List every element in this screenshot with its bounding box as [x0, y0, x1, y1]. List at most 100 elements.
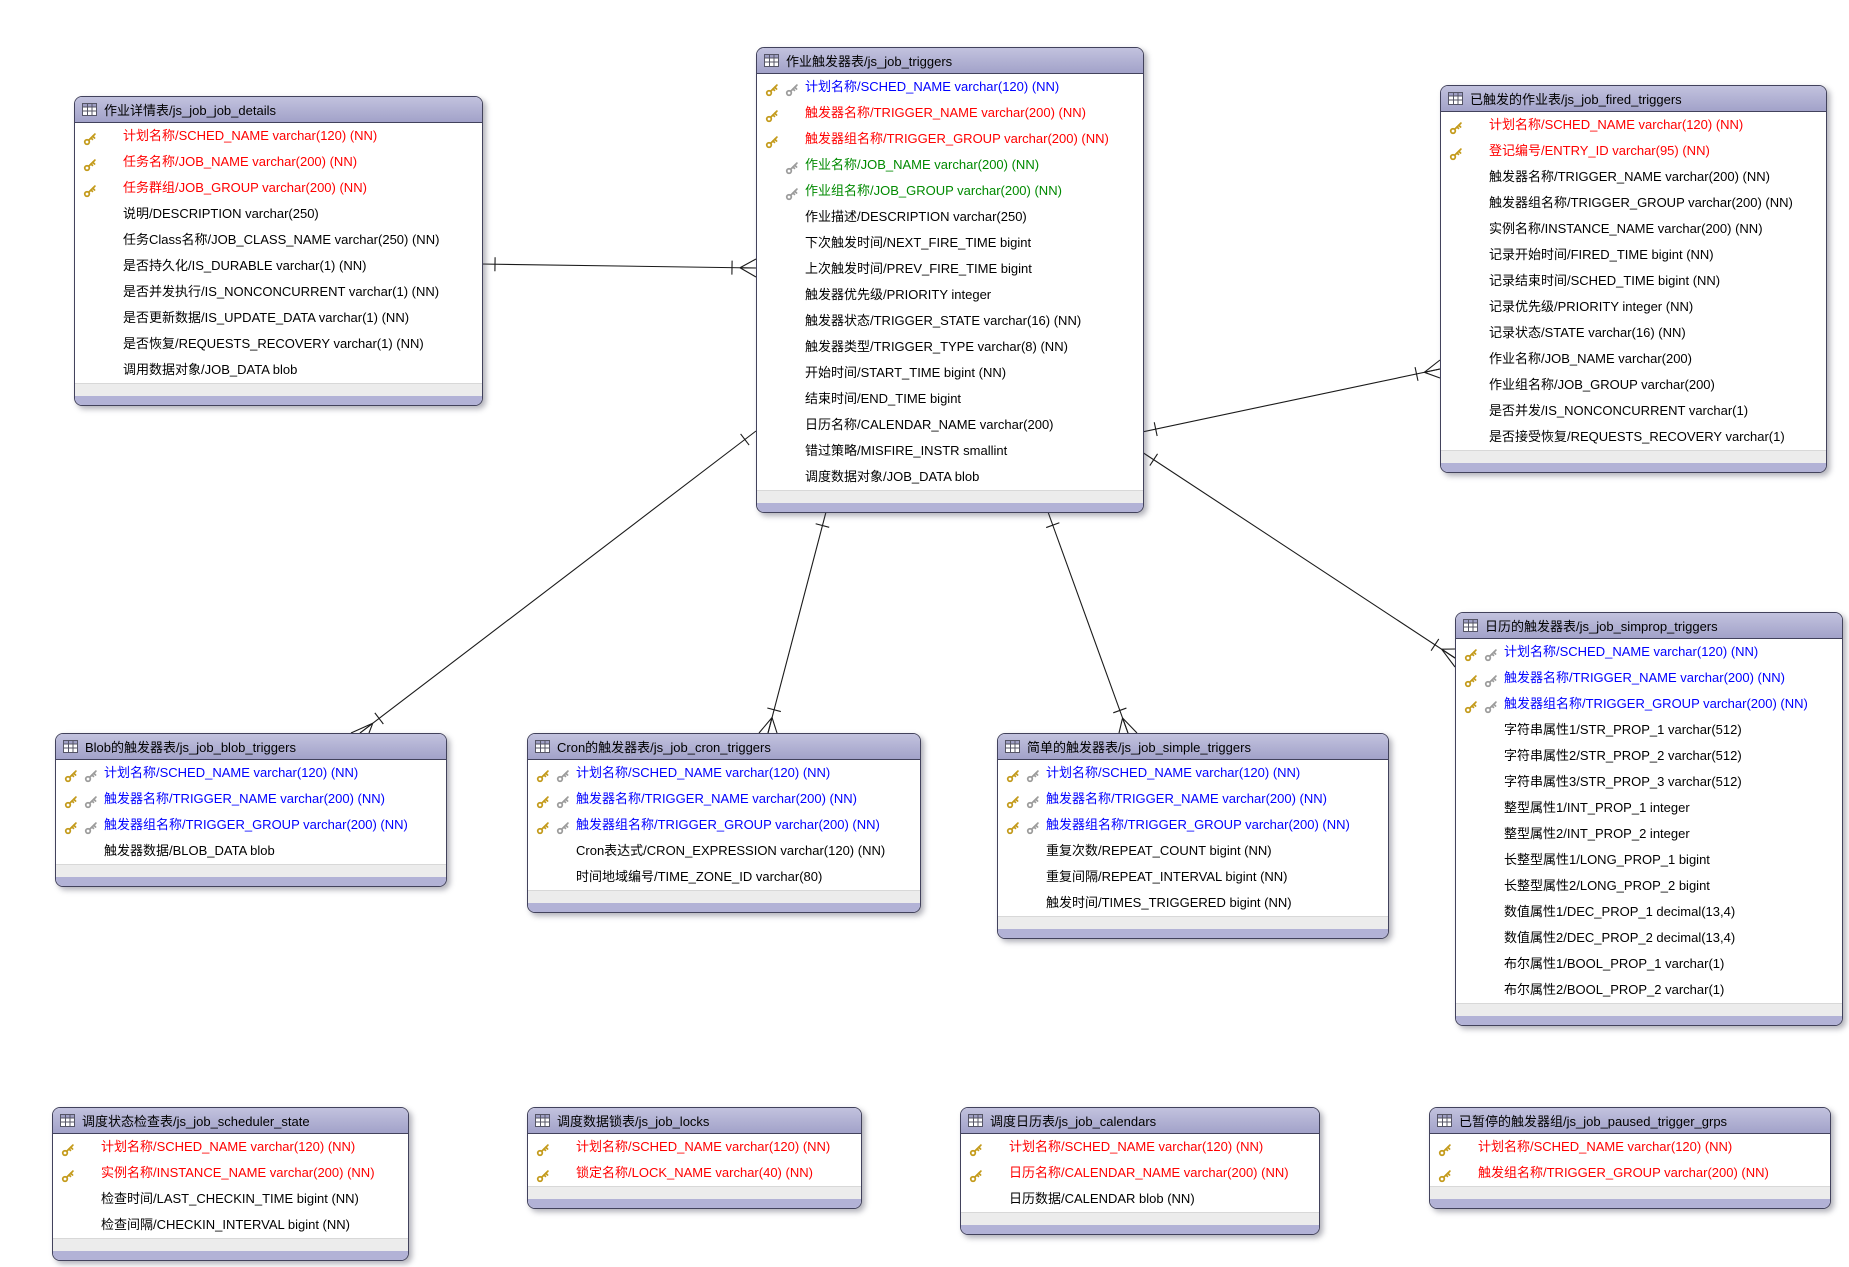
- field-row[interactable]: 开始时间/START_TIME bigint (NN): [757, 360, 1143, 386]
- field-row[interactable]: 计划名称/SCHED_NAME varchar(120) (NN): [961, 1134, 1319, 1160]
- field-row[interactable]: 登记编号/ENTRY_ID varchar(95) (NN): [1441, 138, 1826, 164]
- field-row[interactable]: 触发器名称/TRIGGER_NAME varchar(200) (NN): [1456, 665, 1842, 691]
- field-row[interactable]: 触发器组名称/TRIGGER_GROUP varchar(200) (NN): [1456, 691, 1842, 717]
- field-row[interactable]: 作业组名称/JOB_GROUP varchar(200): [1441, 372, 1826, 398]
- field-row[interactable]: 计划名称/SCHED_NAME varchar(120) (NN): [75, 123, 482, 149]
- field-row[interactable]: 字符串属性1/STR_PROP_1 varchar(512): [1456, 717, 1842, 743]
- field-row[interactable]: 计划名称/SCHED_NAME varchar(120) (NN): [1430, 1134, 1830, 1160]
- field-row[interactable]: 作业描述/DESCRIPTION varchar(250): [757, 204, 1143, 230]
- field-row[interactable]: 计划名称/SCHED_NAME varchar(120) (NN): [998, 760, 1388, 786]
- field-row[interactable]: 调度数据对象/JOB_DATA blob: [757, 464, 1143, 490]
- field-row[interactable]: 触发器组名称/TRIGGER_GROUP varchar(200) (NN): [528, 812, 920, 838]
- entity-header-js_job_simple_triggers[interactable]: 简单的触发器表/js_job_simple_triggers: [998, 734, 1388, 760]
- field-row[interactable]: 计划名称/SCHED_NAME varchar(120) (NN): [53, 1134, 408, 1160]
- field-row[interactable]: 触发器名称/TRIGGER_NAME varchar(200) (NN): [528, 786, 920, 812]
- field-row[interactable]: 计划名称/SCHED_NAME varchar(120) (NN): [1441, 112, 1826, 138]
- field-row[interactable]: 检查时间/LAST_CHECKIN_TIME bigint (NN): [53, 1186, 408, 1212]
- field-row[interactable]: 作业名称/JOB_NAME varchar(200): [1441, 346, 1826, 372]
- field-row[interactable]: Cron表达式/CRON_EXPRESSION varchar(120) (NN…: [528, 838, 920, 864]
- field-row[interactable]: 任务群组/JOB_GROUP varchar(200) (NN): [75, 175, 482, 201]
- field-row[interactable]: 触发器状态/TRIGGER_STATE varchar(16) (NN): [757, 308, 1143, 334]
- field-row[interactable]: 触发器类型/TRIGGER_TYPE varchar(8) (NN): [757, 334, 1143, 360]
- field-row[interactable]: 计划名称/SCHED_NAME varchar(120) (NN): [1456, 639, 1842, 665]
- field-row[interactable]: 字符串属性2/STR_PROP_2 varchar(512): [1456, 743, 1842, 769]
- field-row[interactable]: 数值属性2/DEC_PROP_2 decimal(13,4): [1456, 925, 1842, 951]
- field-row[interactable]: 下次触发时间/NEXT_FIRE_TIME bigint: [757, 230, 1143, 256]
- field-row[interactable]: 作业组名称/JOB_GROUP varchar(200) (NN): [757, 178, 1143, 204]
- field-row[interactable]: 是否接受恢复/REQUESTS_RECOVERY varchar(1): [1441, 424, 1826, 450]
- field-row[interactable]: 结束时间/END_TIME bigint: [757, 386, 1143, 412]
- field-row[interactable]: 触发器组名称/TRIGGER_GROUP varchar(200) (NN): [56, 812, 446, 838]
- field-row[interactable]: 时间地域编号/TIME_ZONE_ID varchar(80): [528, 864, 920, 890]
- entity-header-js_job_triggers[interactable]: 作业触发器表/js_job_triggers: [757, 48, 1143, 74]
- field-row[interactable]: 说明/DESCRIPTION varchar(250): [75, 201, 482, 227]
- field-row[interactable]: 日历名称/CALENDAR_NAME varchar(200): [757, 412, 1143, 438]
- field-row[interactable]: 是否并发/IS_NONCONCURRENT varchar(1): [1441, 398, 1826, 424]
- entity-header-js_job_fired_triggers[interactable]: 已触发的作业表/js_job_fired_triggers: [1441, 86, 1826, 112]
- field-row[interactable]: 触发器组名称/TRIGGER_GROUP varchar(200) (NN): [757, 126, 1143, 152]
- field-row[interactable]: 整型属性1/INT_PROP_1 integer: [1456, 795, 1842, 821]
- entity-header-js_job_simprop_triggers[interactable]: 日历的触发器表/js_job_simprop_triggers: [1456, 613, 1842, 639]
- entity-header-js_job_calendars[interactable]: 调度日历表/js_job_calendars: [961, 1108, 1319, 1134]
- entity-header-js_job_scheduler_state[interactable]: 调度状态检查表/js_job_scheduler_state: [53, 1108, 408, 1134]
- field-row[interactable]: 触发器组名称/TRIGGER_GROUP varchar(200) (NN): [998, 812, 1388, 838]
- field-row[interactable]: 实例名称/INSTANCE_NAME varchar(200) (NN): [53, 1160, 408, 1186]
- field-row[interactable]: 触发时间/TIMES_TRIGGERED bigint (NN): [998, 890, 1388, 916]
- field-row[interactable]: 作业名称/JOB_NAME varchar(200) (NN): [757, 152, 1143, 178]
- field-row[interactable]: 长整型属性1/LONG_PROP_1 bigint: [1456, 847, 1842, 873]
- field-row[interactable]: 锁定名称/LOCK_NAME varchar(40) (NN): [528, 1160, 861, 1186]
- field-row[interactable]: 重复间隔/REPEAT_INTERVAL bigint (NN): [998, 864, 1388, 890]
- entity-header-js_job_blob_triggers[interactable]: Blob的触发器表/js_job_blob_triggers: [56, 734, 446, 760]
- field-row[interactable]: 是否并发执行/IS_NONCONCURRENT varchar(1) (NN): [75, 279, 482, 305]
- field-row[interactable]: 计划名称/SCHED_NAME varchar(120) (NN): [757, 74, 1143, 100]
- field-row[interactable]: 记录开始时间/FIRED_TIME bigint (NN): [1441, 242, 1826, 268]
- field-row[interactable]: 长整型属性2/LONG_PROP_2 bigint: [1456, 873, 1842, 899]
- field-row[interactable]: 整型属性2/INT_PROP_2 integer: [1456, 821, 1842, 847]
- field-row[interactable]: 实例名称/INSTANCE_NAME varchar(200) (NN): [1441, 216, 1826, 242]
- field-row[interactable]: 触发组名称/TRIGGER_GROUP varchar(200) (NN): [1430, 1160, 1830, 1186]
- field-row[interactable]: 记录结束时间/SCHED_TIME bigint (NN): [1441, 268, 1826, 294]
- field-row[interactable]: 错过策略/MISFIRE_INSTR smallint: [757, 438, 1143, 464]
- field-row[interactable]: 是否恢复/REQUESTS_RECOVERY varchar(1) (NN): [75, 331, 482, 357]
- field-row[interactable]: 触发器名称/TRIGGER_NAME varchar(200) (NN): [757, 100, 1143, 126]
- entity-header-js_job_cron_triggers[interactable]: Cron的触发器表/js_job_cron_triggers: [528, 734, 920, 760]
- field-row[interactable]: 触发器数据/BLOB_DATA blob: [56, 838, 446, 864]
- entity-header-js_job_paused_trigger_grps[interactable]: 已暂停的触发器组/js_job_paused_trigger_grps: [1430, 1108, 1830, 1134]
- field-row[interactable]: 计划名称/SCHED_NAME varchar(120) (NN): [528, 760, 920, 786]
- field-row[interactable]: 字符串属性3/STR_PROP_3 varchar(512): [1456, 769, 1842, 795]
- field-row[interactable]: 重复次数/REPEAT_COUNT bigint (NN): [998, 838, 1388, 864]
- field-row[interactable]: 触发器组名称/TRIGGER_GROUP varchar(200) (NN): [1441, 190, 1826, 216]
- field-row[interactable]: 布尔属性2/BOOL_PROP_2 varchar(1): [1456, 977, 1842, 1003]
- field-row[interactable]: 布尔属性1/BOOL_PROP_1 varchar(1): [1456, 951, 1842, 977]
- field-row[interactable]: 是否更新数据/IS_UPDATE_DATA varchar(1) (NN): [75, 305, 482, 331]
- field-row[interactable]: 日历数据/CALENDAR blob (NN): [961, 1186, 1319, 1212]
- field-row[interactable]: 触发器优先级/PRIORITY integer: [757, 282, 1143, 308]
- field-row[interactable]: 调用数据对象/JOB_DATA blob: [75, 357, 482, 383]
- field-row[interactable]: 上次触发时间/PREV_FIRE_TIME bigint: [757, 256, 1143, 282]
- field-row[interactable]: 检查间隔/CHECKIN_INTERVAL bigint (NN): [53, 1212, 408, 1238]
- field-row[interactable]: 记录状态/STATE varchar(16) (NN): [1441, 320, 1826, 346]
- entity-header-js_job_locks[interactable]: 调度数据锁表/js_job_locks: [528, 1108, 861, 1134]
- field-row[interactable]: 任务Class名称/JOB_CLASS_NAME varchar(250) (N…: [75, 227, 482, 253]
- field-row[interactable]: 触发器名称/TRIGGER_NAME varchar(200) (NN): [56, 786, 446, 812]
- field-row[interactable]: 任务名称/JOB_NAME varchar(200) (NN): [75, 149, 482, 175]
- field-row[interactable]: 计划名称/SCHED_NAME varchar(120) (NN): [56, 760, 446, 786]
- entity-header-js_job_job_details[interactable]: 作业详情表/js_job_job_details: [75, 97, 482, 123]
- field-row[interactable]: 触发器名称/TRIGGER_NAME varchar(200) (NN): [1441, 164, 1826, 190]
- field-row[interactable]: 是否持久化/IS_DURABLE varchar(1) (NN): [75, 253, 482, 279]
- field-row[interactable]: 数值属性1/DEC_PROP_1 decimal(13,4): [1456, 899, 1842, 925]
- field-row[interactable]: 计划名称/SCHED_NAME varchar(120) (NN): [528, 1134, 861, 1160]
- field-row[interactable]: 记录优先级/PRIORITY integer (NN): [1441, 294, 1826, 320]
- field-row[interactable]: 日历名称/CALENDAR_NAME varchar(200) (NN): [961, 1160, 1319, 1186]
